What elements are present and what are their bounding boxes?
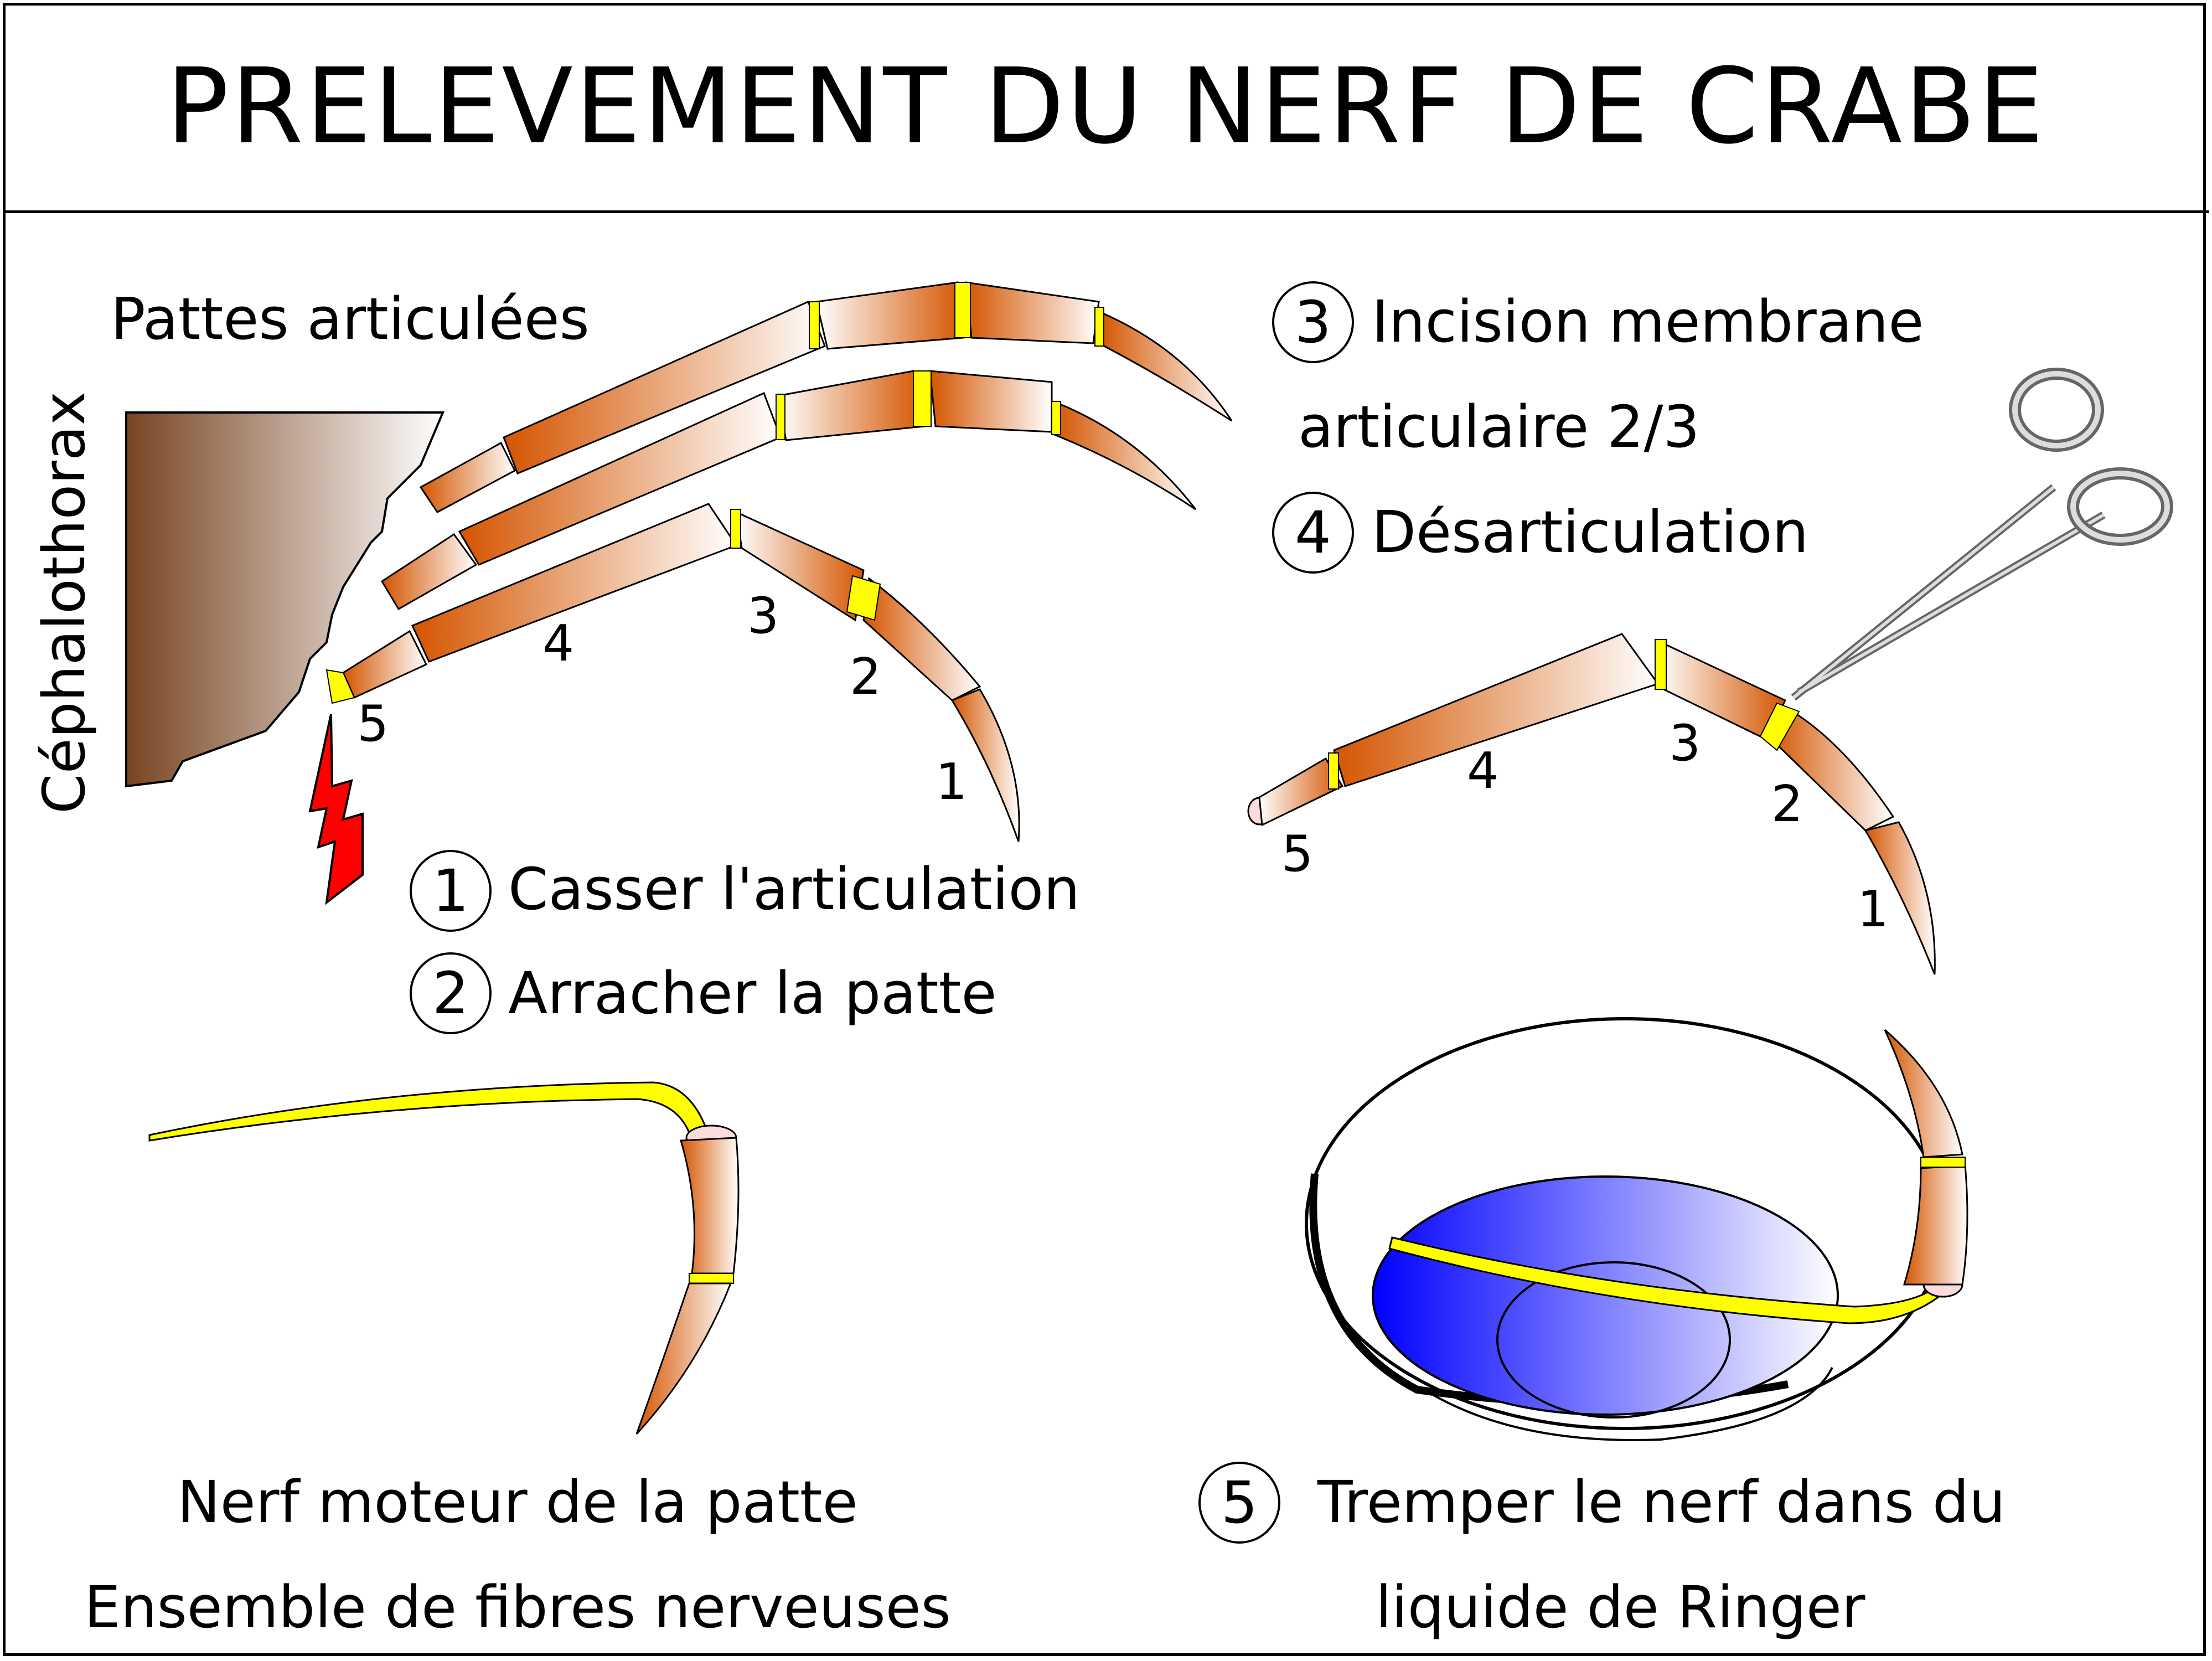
- step-5-text-line2: liquide de Ringer: [1376, 1574, 1865, 1641]
- segment-label-1: 1: [936, 753, 968, 811]
- segment-label-5: 5: [1281, 825, 1314, 883]
- step-3-text: Incision membrane: [1372, 288, 1924, 355]
- segment-label-5: 5: [357, 695, 389, 753]
- lightning-icon: [308, 714, 364, 905]
- step-2-text: Arracher la patte: [508, 960, 997, 1027]
- step-1-text: Casser l'articulation: [508, 855, 1081, 923]
- step-number-badge: 2: [410, 952, 492, 1034]
- segment-label-1: 1: [1857, 880, 1889, 938]
- title-bar: PRELEVEMENT DU NERF DE CRABE: [3, 3, 2209, 213]
- petri-dish-icon: [1305, 1017, 1968, 1441]
- segment-label-3: 3: [1669, 714, 1701, 772]
- cephalothorax-label: Céphalothorax: [30, 391, 98, 814]
- nerve-leg-sample: [148, 1081, 740, 1435]
- step-number-badge: 5: [1198, 1462, 1280, 1544]
- legs-label: Pattes articulées: [111, 285, 590, 353]
- nerve-caption: Nerf moteur de la patte: [177, 1468, 858, 1536]
- leg-top: [419, 281, 1233, 513]
- step-5-text: Tremper le nerf dans du: [1317, 1468, 2006, 1536]
- step-4-text: Désarticulation: [1372, 498, 1809, 566]
- step-number-badge: 3: [1272, 281, 1354, 363]
- step-number-badge: 1: [410, 850, 492, 932]
- segment-label-2: 2: [850, 648, 882, 706]
- segment-label-2: 2: [1771, 775, 1803, 833]
- segment-label-3: 3: [747, 587, 779, 645]
- leg-detached: [1247, 633, 1936, 975]
- segment-label-4: 4: [542, 615, 575, 673]
- page-title: PRELEVEMENT DU NERF DE CRABE: [166, 46, 2046, 167]
- leg-bottom: [325, 503, 1020, 842]
- step-number-badge: 4: [1272, 492, 1354, 574]
- step-3-text-line2: articulaire 2/3: [1298, 393, 1700, 461]
- cephalothorax-shape: [125, 411, 445, 788]
- leg-middle: [380, 370, 1197, 611]
- nerve-caption-sub: Ensemble de fibres nerveuses: [84, 1574, 951, 1641]
- outer-frame: [3, 3, 2206, 1656]
- forceps-icon: [1791, 368, 2173, 701]
- segment-label-4: 4: [1467, 742, 1499, 800]
